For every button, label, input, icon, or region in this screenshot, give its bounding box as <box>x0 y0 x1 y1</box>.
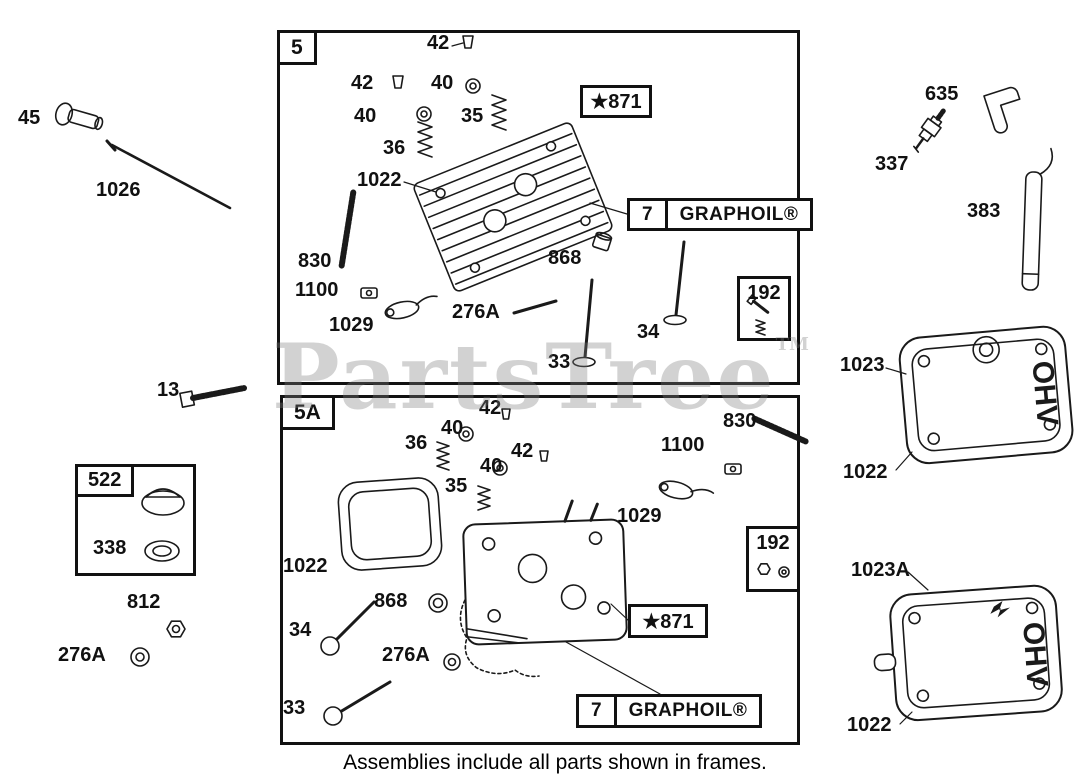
rod-1026-drawing <box>105 139 232 210</box>
graphoil-box-frame5: 7 GRAPHOIL® <box>627 198 814 231</box>
cover-1023a-ohv-text: OHV <box>1016 621 1053 688</box>
valve-cover-1023-drawing: OHV <box>898 325 1074 465</box>
graphoil-number-frame5: 7 <box>630 201 668 228</box>
callout-635: 635 <box>925 83 959 105</box>
spark-plug-boot-635-drawing <box>983 86 1021 134</box>
valve-cover-1023a-drawing: OHV <box>873 584 1063 722</box>
callout-337: 337 <box>875 153 909 175</box>
callout-383: 383 <box>967 200 1001 222</box>
callout-1022-right-top: 1022 <box>843 461 888 483</box>
callout-1023a: 1023A <box>851 559 910 581</box>
frame-5a: 5A <box>280 395 800 745</box>
spark-plug-337-drawing <box>913 108 946 153</box>
fitting-812-drawing <box>166 620 186 638</box>
star-871-box-frame5a: ★871 <box>628 604 708 638</box>
graphoil-box-frame5a: 7 GRAPHOIL® <box>576 694 763 728</box>
callout-1023: 1023 <box>840 354 885 376</box>
callout-276a-left: 276A <box>58 644 106 666</box>
caption-text: Assemblies include all parts shown in fr… <box>343 751 767 774</box>
callout-45: 45 <box>18 107 41 129</box>
label-192-frame5a: 192 <box>756 532 790 554</box>
breather-tube-383-drawing <box>1021 147 1054 291</box>
bolt-13-drawing <box>179 385 248 408</box>
cover-1023-ohv-text: OHV <box>1025 359 1064 427</box>
box-192-frame5: 192 <box>737 276 791 341</box>
frame-5-corner-label: 5 <box>277 30 317 66</box>
label-522: 522 <box>75 464 135 497</box>
plug-45-drawing <box>54 102 104 131</box>
callout-1026: 1026 <box>96 179 141 201</box>
callout-13: 13 <box>157 379 180 401</box>
graphoil-name-frame5: GRAPHOIL® <box>679 203 799 225</box>
callout-1022-right-bottom: 1022 <box>847 714 892 736</box>
spark-decal-icon <box>990 600 1010 618</box>
graphoil-number-frame5a: 7 <box>579 697 617 725</box>
callout-812: 812 <box>127 591 161 613</box>
nut-276a-left-drawing <box>130 647 150 667</box>
graphoil-name-frame5a: GRAPHOIL® <box>628 700 748 721</box>
inset-box-522: 522 <box>75 464 196 576</box>
box-192-frame5a: 192 <box>746 526 800 592</box>
frame-5a-corner-label: 5A <box>280 395 335 431</box>
label-192-frame5: 192 <box>747 282 781 304</box>
star-871-box-frame5: ★871 <box>580 85 652 118</box>
